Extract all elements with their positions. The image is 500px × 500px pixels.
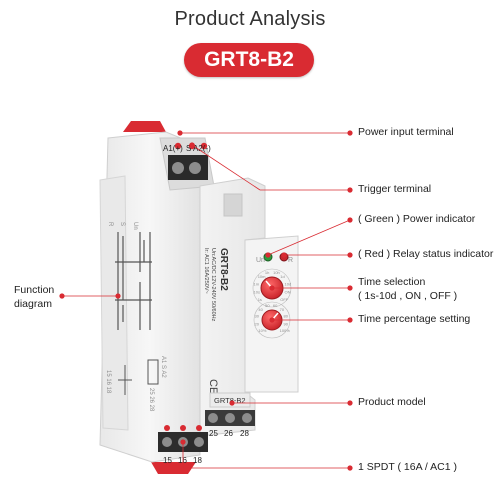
bottom-red-clip	[151, 462, 196, 474]
label-time-selection: Time selection	[358, 276, 426, 288]
percent-dial-tick-5: 60	[273, 303, 278, 308]
front-model-text: GRT8-B2	[218, 248, 229, 291]
label-power-indicator: ( Green ) Power indicator	[358, 213, 476, 225]
percent-dial-tick-4: 50	[265, 303, 270, 308]
percent-dial-tick-1: 20	[255, 321, 260, 326]
time-dial-tick-2: 1m	[254, 281, 260, 286]
svg-text:R: R	[107, 222, 113, 227]
percent-dial-tick-7: 80	[284, 314, 289, 319]
label-relay-status-indicator: ( Red ) Relay status indicator	[358, 248, 494, 260]
time-dial-tick-6: 1d	[280, 274, 284, 279]
percent-dial-tick-9: 100%	[280, 328, 291, 333]
svg-text:R: R	[288, 257, 293, 264]
svg-text:26: 26	[224, 429, 233, 438]
svg-text:15: 15	[163, 456, 172, 465]
time-dial-tick-1: 10s	[254, 290, 260, 295]
svg-text:25 26 28: 25 26 28	[148, 388, 154, 412]
svg-text:15 16 18: 15 16 18	[105, 370, 111, 394]
svg-text:18: 18	[193, 456, 202, 465]
svg-text:S: S	[119, 222, 125, 226]
time-dial-tick-7: 10d	[285, 281, 292, 286]
time-dial-tick-4: 1h	[265, 270, 269, 275]
svg-text:Un: Un	[132, 222, 138, 230]
svg-text:A1(+): A1(+)	[163, 144, 183, 153]
percent-dial-tick-8: 90	[284, 321, 289, 326]
time-dial-tick-9: OFF	[280, 297, 289, 302]
spec-line-2: Ir: AC1 16A/250V~	[203, 248, 209, 294]
svg-text:S: S	[186, 144, 191, 153]
percent-dial-tick-3: 40	[258, 307, 263, 312]
label-trigger-terminal: Trigger terminal	[358, 183, 432, 195]
svg-text:CE: CE	[207, 379, 219, 394]
label-function-diagram-line2: diagram	[14, 298, 52, 310]
percent-dial-tick-2: 30	[255, 314, 260, 319]
label-time-percentage-setting: Time percentage setting	[358, 313, 471, 325]
spec-line-1: Un:AC/DC 12V-240V 50/60Hz	[210, 248, 216, 322]
time-dial-tick-8: ON	[285, 290, 291, 295]
svg-text:A2(-): A2(-)	[193, 144, 211, 153]
time-dial-tick-3: 10m	[258, 274, 266, 279]
label-power-input-terminal: Power input terminal	[358, 126, 454, 138]
label-function-diagram-line1: Function	[14, 284, 55, 296]
percent-dial-tick-6: 70	[280, 307, 285, 312]
model-plate-text: GRT8-B2	[214, 396, 246, 405]
page-title: Product Analysis	[174, 8, 326, 30]
svg-text:A1 S A2: A1 S A2	[160, 356, 166, 378]
label-spdt: 1 SPDT ( 16A / AC1 )	[358, 461, 458, 473]
svg-text:25: 25	[209, 429, 218, 438]
percent-dial-tick-0: 10%	[258, 328, 266, 333]
label-time-selection-range: ( 1s-10d , ON , OFF )	[358, 290, 458, 302]
time-dial-tick-5: 10h	[273, 270, 280, 275]
model-badge: GRT8-B2	[184, 43, 314, 77]
top-red-clip	[123, 121, 166, 132]
svg-text:28: 28	[240, 429, 249, 438]
label-product-model: Product model	[358, 396, 426, 408]
svg-text:Un: Un	[256, 257, 265, 264]
time-dial-tick-0: 1s	[258, 297, 262, 302]
function-diagram-graphic	[115, 232, 152, 330]
